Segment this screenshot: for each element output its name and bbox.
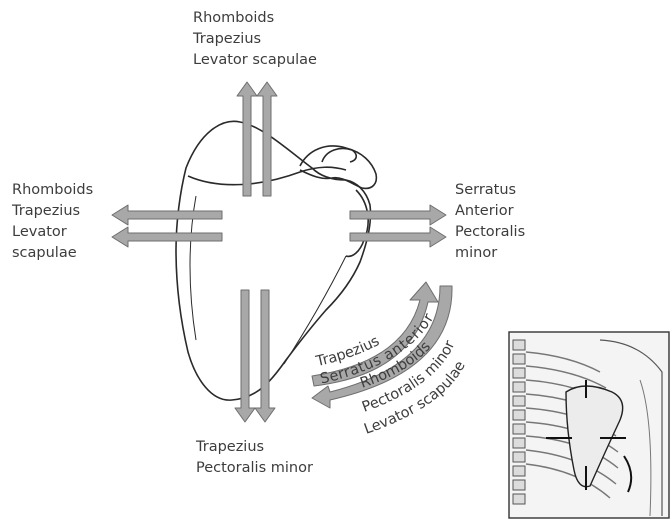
arrow-down-right (255, 290, 275, 422)
depression-muscle: Trapezius (196, 437, 313, 458)
upward-muscle: Levator scapulae (193, 50, 317, 71)
retraction-muscle: Trapezius (12, 201, 93, 222)
arrow-up-left (237, 82, 257, 196)
coracoid (322, 149, 356, 163)
arrow-down-left (235, 290, 255, 422)
arrow-left-bottom (112, 227, 222, 247)
upward-muscles-label: Rhomboids Trapezius Levator scapulae (193, 8, 317, 71)
lateral-border (284, 256, 346, 364)
retraction-muscle: Levator (12, 222, 93, 243)
depression-muscle: Pectoralis minor (196, 458, 313, 479)
rotation-labels: Trapezius Serratus anterior Rhomboids Pe… (314, 311, 469, 438)
upward-muscle: Rhomboids (193, 8, 317, 29)
retraction-muscle: scapulae (12, 243, 93, 264)
protraction-muscle: Pectoralis (455, 222, 525, 243)
upward-muscle: Trapezius (193, 29, 317, 50)
protraction-muscle: Serratus (455, 180, 525, 201)
retraction-muscles-label: Rhomboids Trapezius Levator scapulae (12, 180, 93, 264)
protraction-muscle: minor (455, 243, 525, 264)
arrow-left-top (112, 205, 222, 225)
protraction-muscle: Anterior (455, 201, 525, 222)
inset-thumbnail (509, 332, 669, 518)
arrow-right-top (350, 205, 446, 225)
arrow-right-bottom (350, 227, 446, 247)
retraction-muscle: Rhomboids (12, 180, 93, 201)
depression-muscles-label: Trapezius Pectoralis minor (196, 437, 313, 479)
protraction-muscles-label: Serratus Anterior Pectoralis minor (455, 180, 525, 264)
